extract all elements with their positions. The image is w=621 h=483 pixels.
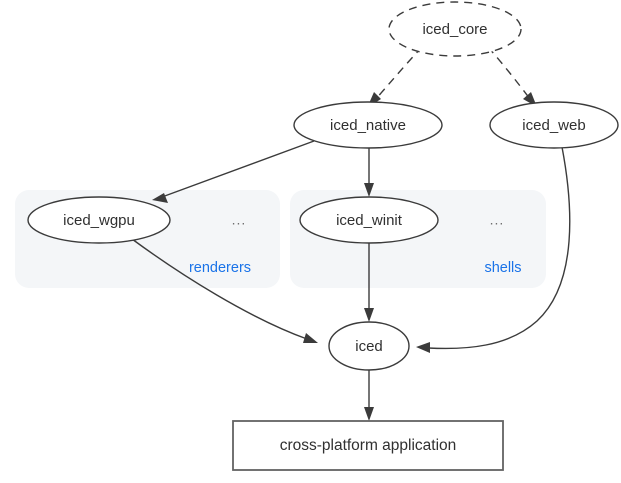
- node-iced_native-shape: [293, 101, 443, 149]
- node-iced_wgpu-shape: [27, 196, 171, 244]
- node-iced_winit[interactable]: iced_winit: [299, 196, 439, 244]
- edge-iced_wgpu-to-iced: [131, 238, 318, 343]
- node-application-label: cross-platform application: [280, 437, 457, 454]
- node-iced_web-shape: [489, 101, 619, 149]
- edge-iced-to-application: [364, 370, 374, 421]
- cluster-renderers-label: renderers: [189, 260, 251, 276]
- node-iced_wgpu[interactable]: iced_wgpu: [27, 196, 171, 244]
- node-iced_winit-shape: [299, 196, 439, 244]
- node-iced_wgpu-label: iced_wgpu: [63, 212, 135, 229]
- node-iced_web[interactable]: iced_web: [489, 101, 619, 149]
- edge-iced_native-to-iced_wgpu: [152, 140, 315, 203]
- edge-iced_web-to-iced: [416, 146, 571, 353]
- node-iced_core-label: iced_core: [422, 21, 487, 38]
- node-iced_native-label: iced_native: [330, 117, 406, 134]
- node-iced-label: iced: [355, 338, 383, 355]
- node-iced_native[interactable]: iced_native: [293, 101, 443, 149]
- node-iced_core[interactable]: iced_core: [388, 1, 522, 57]
- edge-iced_core-to-iced_native: [367, 46, 423, 108]
- cluster-shells-label: shells: [484, 260, 521, 276]
- edge-iced_native-to-iced_winit: [364, 147, 374, 197]
- node-iced_winit-label: iced_winit: [336, 212, 403, 229]
- node-iced-shape: [328, 321, 410, 371]
- node-iced_web-label: iced_web: [522, 117, 585, 134]
- edge-iced_core-to-iced_web: [487, 46, 537, 107]
- node-application-shape: [232, 420, 504, 471]
- cluster-renderers-ellipsis: ...: [232, 212, 247, 228]
- node-iced[interactable]: iced: [328, 321, 410, 371]
- edge-iced_winit-to-iced: [364, 243, 374, 322]
- node-iced_core-shape: [388, 1, 522, 57]
- cluster-shells-ellipsis: ...: [490, 212, 505, 228]
- node-application[interactable]: cross-platform application: [232, 420, 504, 471]
